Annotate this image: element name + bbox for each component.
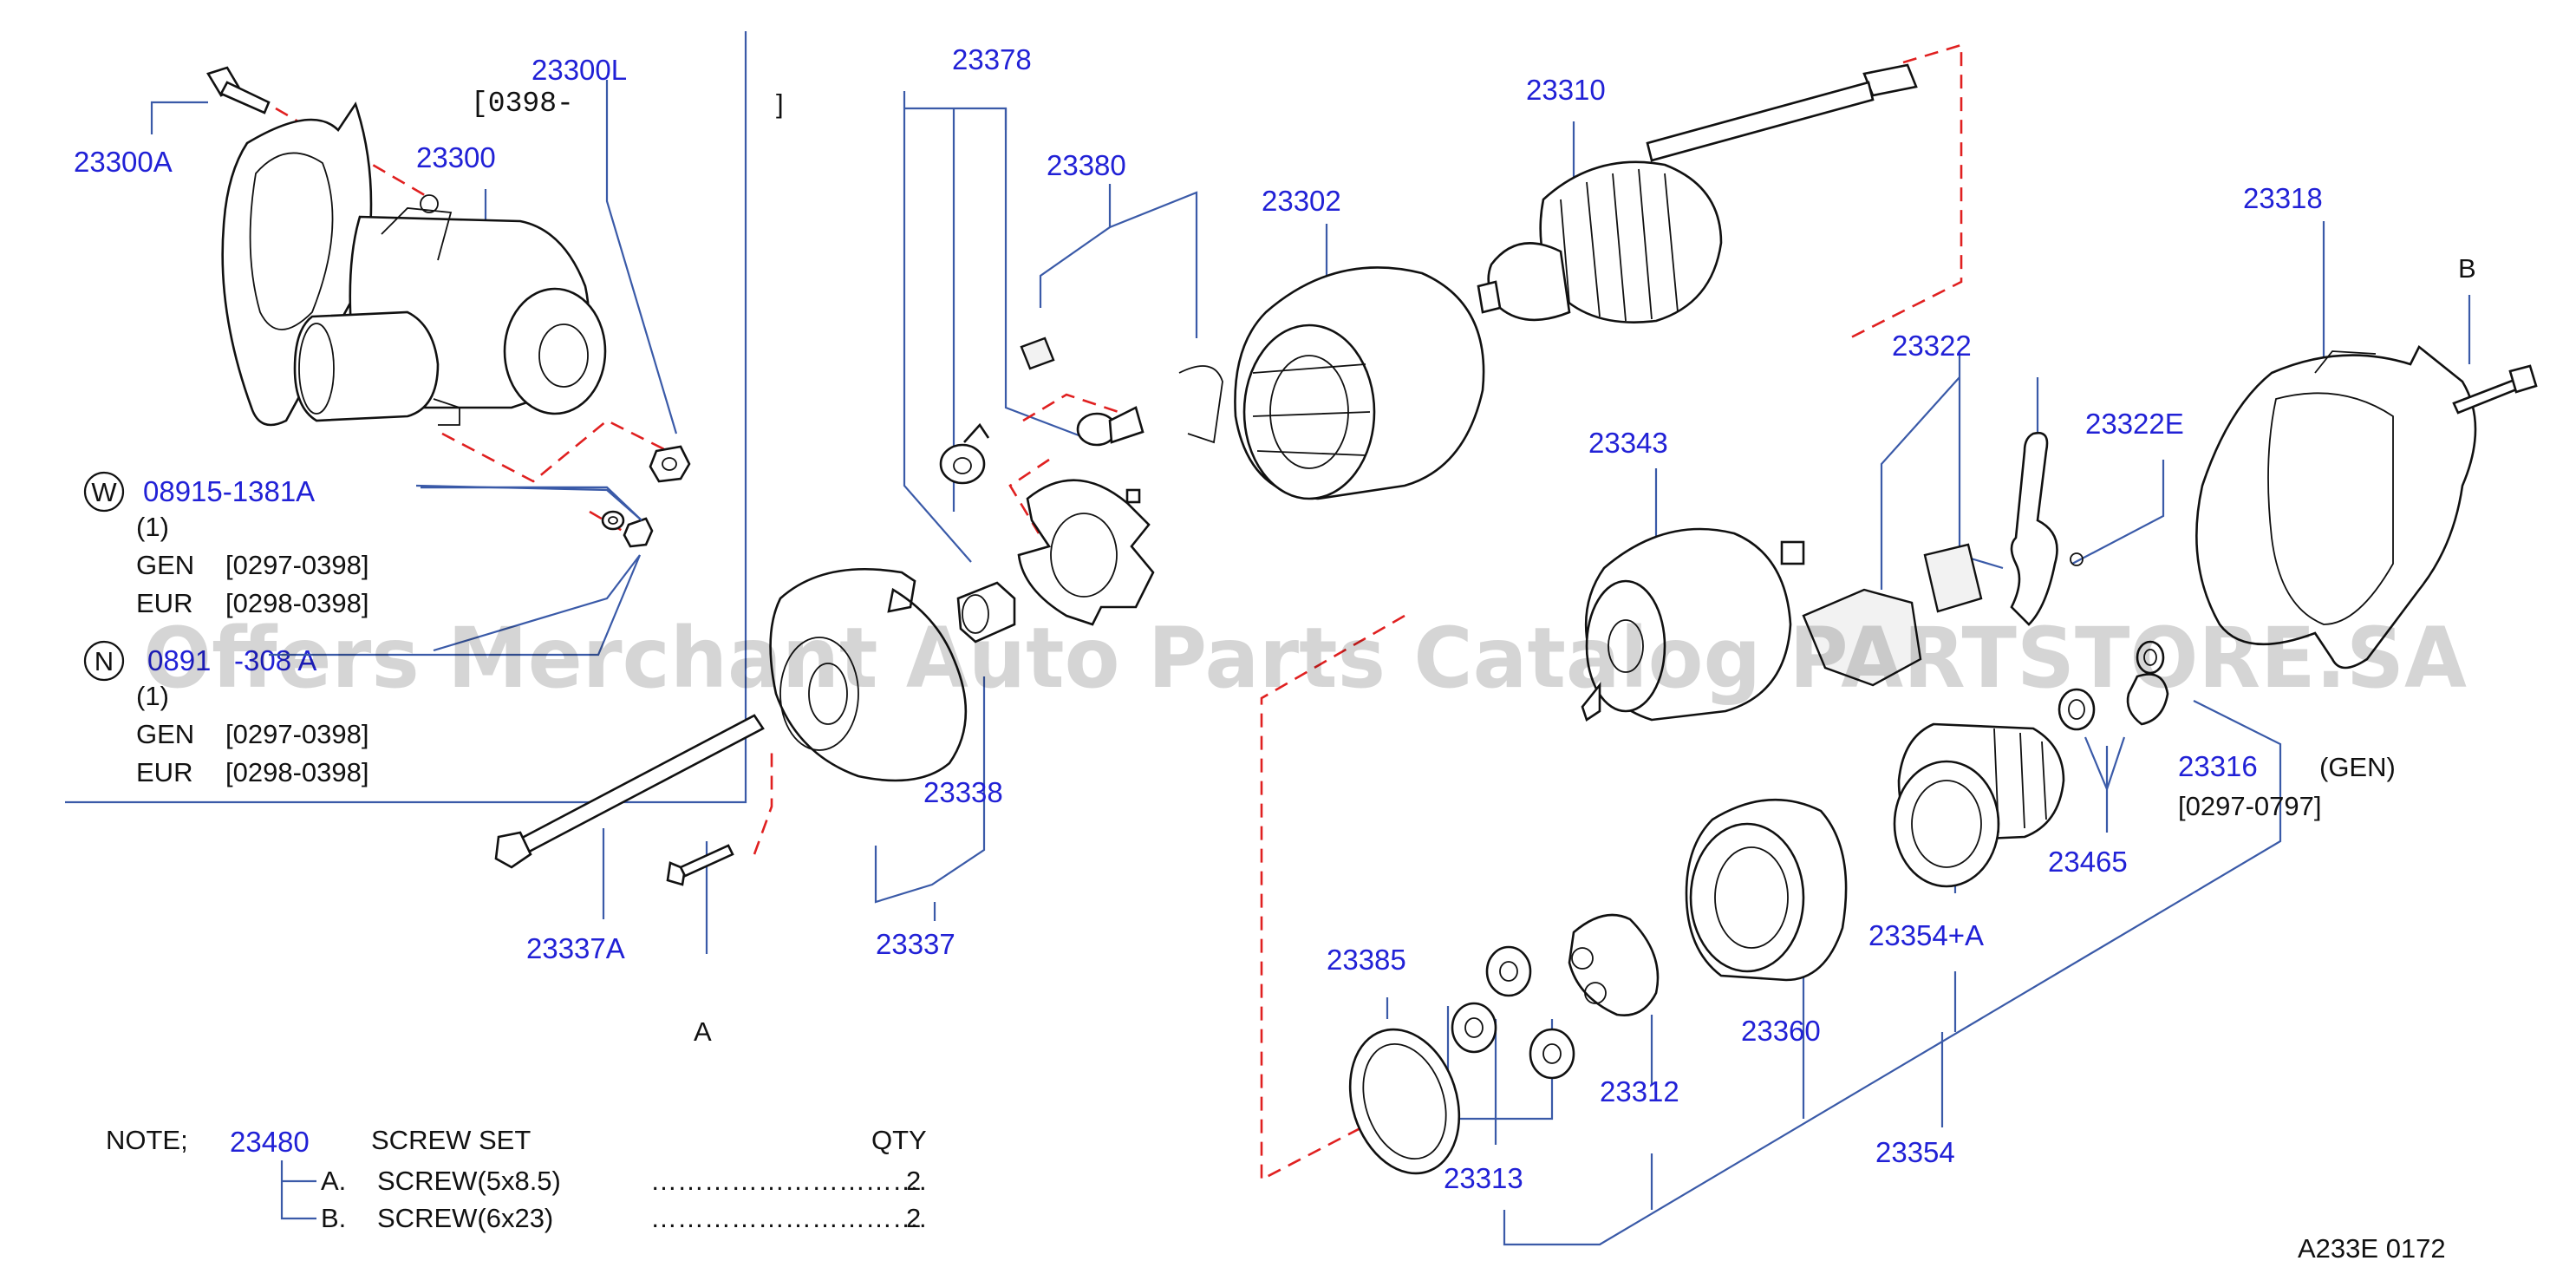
packing-23385[interactable] [1333, 1016, 1477, 1188]
w-gen-range: [0297-0398] [225, 550, 368, 580]
note-row-a-letter: A. [321, 1166, 346, 1196]
label-23318[interactable]: 23318 [2243, 182, 2323, 214]
front-housing-23318[interactable] [2195, 344, 2477, 670]
label-23300a[interactable]: 23300A [74, 146, 173, 178]
note-qty-header: QTY [871, 1125, 927, 1155]
starter-motor-assembly[interactable] [221, 101, 607, 427]
label-23322[interactable]: 23322 [1892, 330, 1972, 362]
brush-23380[interactable] [1020, 336, 1145, 447]
label-08915-1381a[interactable]: 08915-1381A [143, 475, 315, 507]
w-eur-range: [0298-0398] [225, 588, 368, 618]
label-23300l[interactable]: 23300L [532, 54, 627, 86]
ring-23316[interactable] [2136, 640, 2165, 675]
label-23300[interactable]: 23300 [416, 141, 496, 173]
n-eur-range: [0298-0398] [225, 757, 368, 787]
gen-tag: (GEN) [2319, 752, 2396, 782]
screw-set-note: NOTE; 23480 SCREW SET QTY A. SCREW(5x8.5… [106, 1125, 927, 1233]
label-0891-tail[interactable]: -308 A [234, 644, 316, 676]
note-row-b-dots: …………………………. [650, 1203, 927, 1233]
label-23343[interactable]: 23343 [1588, 427, 1668, 459]
yoke-23302[interactable] [1178, 266, 1485, 500]
w-eur-label: EUR [136, 588, 192, 618]
diagram-code: A233E 0172 [2298, 1233, 2446, 1264]
reference-b: B [2458, 253, 2476, 284]
w-quantity: (1) [136, 512, 169, 542]
n-eur-label: EUR [136, 757, 192, 787]
note-row-a-item: SCREW(5x8.5) [377, 1166, 561, 1196]
through-bolt-23337a[interactable] [494, 714, 765, 869]
n-gen-label: GEN [136, 719, 194, 749]
w-gen-label: GEN [136, 550, 194, 580]
bracket-close: ] [776, 88, 784, 119]
watermark: Offers Merchant Auto Parts Catalog PARTS… [143, 610, 2467, 707]
washer-w[interactable] [601, 510, 625, 531]
label-23354a[interactable]: 23354+A [1868, 919, 1984, 951]
planet-gear-2[interactable] [1451, 1002, 1497, 1054]
note-row-b-letter: B. [321, 1203, 346, 1233]
pinion-clutch-23354[interactable] [1893, 722, 2065, 888]
label-23322e[interactable]: 23322E [2085, 408, 2184, 440]
w-symbol: W [91, 477, 117, 507]
label-23302[interactable]: 23302 [1262, 185, 1341, 217]
lever-23322e[interactable] [2010, 431, 2084, 626]
nut-23300l[interactable] [649, 445, 691, 483]
label-23360[interactable]: 23360 [1741, 1015, 1821, 1047]
n-symbol-circle [83, 640, 125, 682]
armature-23310[interactable] [1477, 63, 1918, 323]
label-23380[interactable]: 23380 [1047, 149, 1126, 181]
leader-lines [65, 31, 2471, 1246]
note-row-b-item: SCREW(6x23) [377, 1203, 553, 1233]
planet-gear-1[interactable] [1485, 945, 1532, 997]
note-row-a-dots: …………………………. [650, 1166, 927, 1196]
note-row-b-qty: 2 [906, 1203, 921, 1233]
bracket-open: [0398- [471, 88, 574, 120]
rear-housing-23337[interactable] [769, 567, 968, 782]
label-23337[interactable]: 23337 [876, 928, 955, 960]
n-gen-range: [0297-0398] [225, 719, 368, 749]
label-23312[interactable]: 23312 [1600, 1075, 1679, 1107]
note-row-a-qty: 2 [906, 1166, 921, 1196]
label-23316[interactable]: 23316 [2178, 750, 2258, 782]
plunger-23322[interactable] [1802, 543, 1983, 687]
screw-a[interactable] [666, 844, 734, 886]
label-23354[interactable]: 23354 [1875, 1136, 1955, 1168]
note-title: SCREW SET [371, 1125, 531, 1155]
label-23310[interactable]: 23310 [1526, 74, 1606, 106]
reference-a: A [694, 1016, 712, 1047]
range-23316: [0297-0797] [2178, 791, 2321, 821]
brush-spring-23378[interactable] [939, 422, 990, 485]
label-23378[interactable]: 23378 [952, 43, 1032, 75]
brush-holder-plate[interactable] [1017, 479, 1155, 626]
n-quantity: (1) [136, 681, 169, 711]
planet-gear-3[interactable] [1529, 1028, 1575, 1080]
bolt-23300a[interactable] [206, 66, 271, 114]
hardware-legend: [0398- ] W 08915-1381A (1) GEN [0297-039… [83, 88, 784, 787]
internal-gear-23360[interactable] [1685, 798, 1848, 982]
annotations: (GEN) [0297-0797] A B A233E 0172 [694, 253, 2476, 1264]
washer-23465-a[interactable] [2058, 688, 2096, 731]
label-23385[interactable]: 23385 [1327, 944, 1406, 976]
planet-carrier-23312[interactable] [1568, 913, 1660, 1017]
n-symbol: N [95, 646, 114, 676]
washer-23465-b[interactable] [2126, 673, 2169, 726]
part-labels: 23300L 23300A 23300 23378 23380 23302 23… [74, 43, 2323, 1194]
bushing-23338[interactable] [956, 581, 1016, 644]
note-label: NOTE; [106, 1125, 188, 1155]
label-23337a[interactable]: 23337A [526, 932, 625, 964]
label-0891[interactable]: 0891 [147, 644, 211, 676]
label-23313[interactable]: 23313 [1444, 1162, 1523, 1194]
note-part-23480[interactable]: 23480 [230, 1126, 310, 1158]
nut-n[interactable] [623, 517, 654, 548]
label-23338[interactable]: 23338 [923, 776, 1003, 808]
label-23465[interactable]: 23465 [2048, 846, 2128, 878]
w-symbol-circle [83, 471, 125, 513]
bolt-b[interactable] [2452, 364, 2538, 415]
solenoid-23343[interactable] [1581, 527, 1805, 722]
